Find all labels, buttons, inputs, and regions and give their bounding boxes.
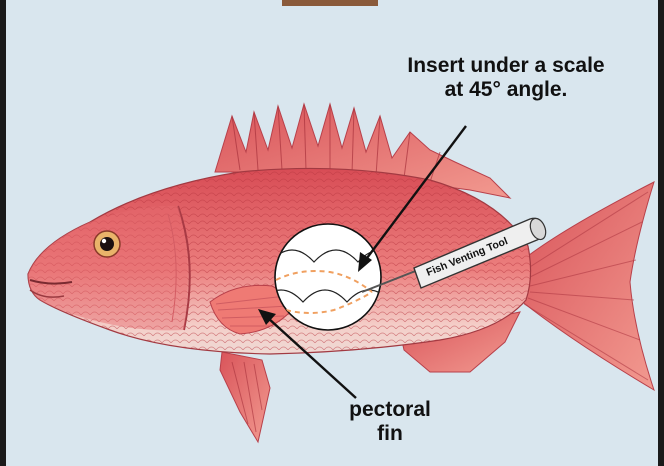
insert-instruction-label: Insert under a scale at 45° angle. (372, 54, 640, 101)
insert-line-2: at 45° angle. (372, 78, 640, 102)
pectoral-line-1: pectoral (330, 398, 450, 422)
fish-eye (94, 231, 120, 257)
pectoral-line-2: fin (330, 422, 450, 446)
insert-line-1: Insert under a scale (372, 54, 640, 78)
tail-fin (520, 182, 654, 390)
pelvic-fin (220, 352, 270, 442)
pectoral-fin-label: pectoral fin (330, 398, 450, 445)
